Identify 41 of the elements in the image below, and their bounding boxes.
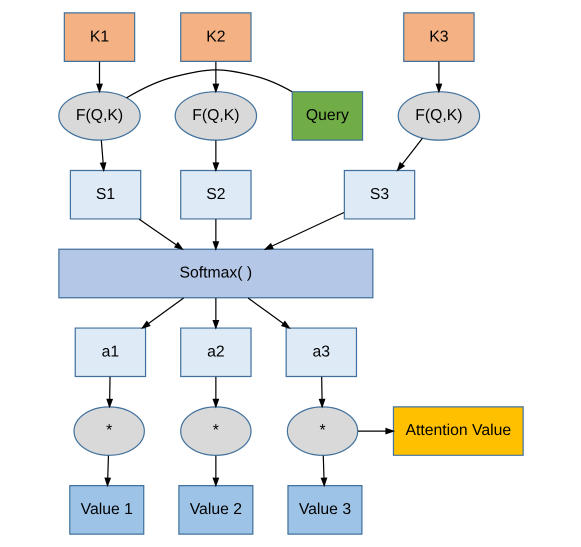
node-ellipse: F(Q,K) (58, 91, 140, 141)
connector (126, 69, 292, 98)
arrow (396, 138, 422, 172)
node-ellipse: F(Q,K) (174, 91, 257, 141)
arrow (212, 219, 219, 251)
node-ellipse: * (72, 406, 144, 456)
arrow (358, 428, 395, 434)
node-ellipse: * (286, 406, 358, 456)
node-box: S3 (343, 170, 415, 220)
arrow (435, 62, 442, 94)
node-box: K2 (180, 12, 252, 62)
arrow (320, 456, 327, 488)
node-box: a1 (74, 327, 146, 378)
node-box: S1 (69, 170, 141, 220)
node-box: S2 (180, 170, 252, 220)
arrow (212, 298, 219, 330)
node-box: K1 (63, 12, 135, 62)
arrow (106, 376, 113, 409)
arrow (138, 218, 184, 250)
node-box: Value 1 (68, 485, 144, 535)
arrow (99, 140, 106, 172)
node-ellipse: F(Q,K) (397, 91, 480, 141)
arrow (96, 62, 102, 94)
arrow (212, 140, 219, 172)
node-box: Attention Value (392, 406, 524, 456)
node-box: K3 (402, 12, 474, 62)
arrow (263, 212, 344, 250)
node-box: Value 2 (178, 485, 253, 535)
arrow (140, 298, 184, 329)
node-box: Value 3 (286, 485, 362, 535)
arrow (318, 376, 325, 409)
arrow (247, 298, 290, 329)
node-box: a3 (285, 327, 357, 378)
arrow (104, 456, 111, 488)
arrow (212, 376, 219, 409)
node-ellipse: * (180, 406, 252, 456)
arrow (212, 456, 219, 488)
node-box: a2 (180, 327, 252, 378)
node-box: Softmax( ) (58, 248, 373, 298)
node-box: Query (291, 91, 363, 141)
arrow (212, 62, 219, 94)
